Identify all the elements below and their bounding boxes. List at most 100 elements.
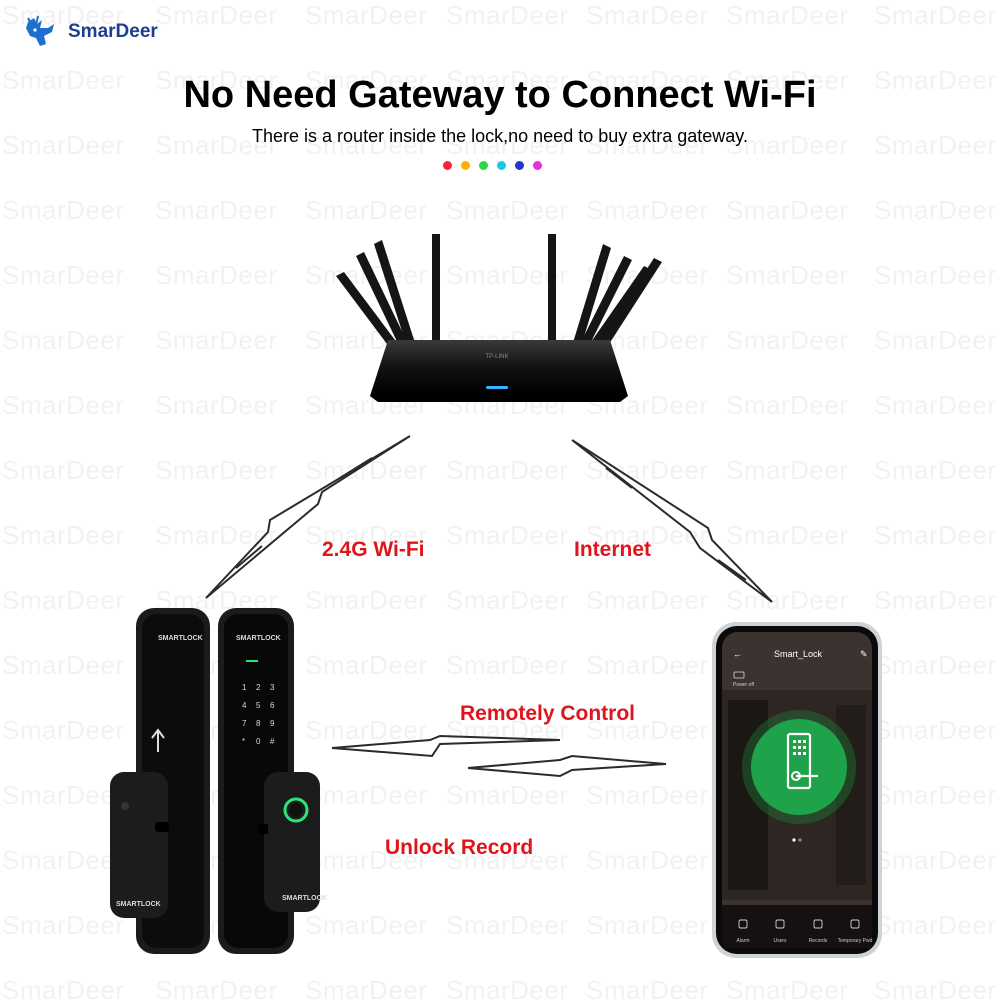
edit-icon: ✎ <box>860 649 868 659</box>
color-dot <box>497 161 506 170</box>
watermark-text: SmarDeer <box>874 650 997 680</box>
keypad-key: 7 <box>242 719 247 728</box>
watermark-text: SmarDeer <box>155 910 278 940</box>
nav-item-icon <box>738 919 748 929</box>
watermark-text: SmarDeer <box>586 195 709 225</box>
watermark-text: SmarDeer <box>155 455 278 485</box>
watermark-text: SmarDeer <box>874 780 997 810</box>
watermark-text: SmarDeer <box>726 325 849 355</box>
watermark-text: SmarDeer <box>874 0 997 30</box>
watermark-text: SmarDeer <box>726 650 849 680</box>
watermark-text: SmarDeer <box>726 0 849 30</box>
watermark-text: SmarDeer <box>446 325 569 355</box>
watermark-text: SmarDeer <box>726 585 849 615</box>
watermark-text: SmarDeer <box>155 585 278 615</box>
keypad-key: 1 <box>242 683 247 692</box>
nav-item-label: Temporary Pwd <box>838 938 873 944</box>
watermark-text: SmarDeer <box>2 585 125 615</box>
watermark-text: SmarDeer <box>874 910 997 940</box>
keypad-key: 2 <box>256 683 261 692</box>
watermark-text: SmarDeer <box>155 520 278 550</box>
watermark-text: SmarDeer <box>2 845 125 875</box>
keypad-key: 5 <box>256 701 261 710</box>
page-title: No Need Gateway to Connect Wi-Fi <box>183 74 817 116</box>
watermark-text: SmarDeer <box>726 260 849 290</box>
watermark-text: SmarDeer <box>155 780 278 810</box>
watermark-text: SmarDeer <box>726 390 849 420</box>
nav-item-icon <box>775 919 785 929</box>
page-subtitle: There is a router inside the lock,no nee… <box>252 126 748 146</box>
watermark-text: SmarDeer <box>305 910 428 940</box>
brand-name: SmarDeer <box>68 21 158 42</box>
watermark-text: SmarDeer <box>446 195 569 225</box>
keypad-key: 9 <box>270 719 275 728</box>
watermark-text: SmarDeer <box>155 325 278 355</box>
watermark-text: SmarDeer <box>586 0 709 30</box>
watermark-text: SmarDeer <box>874 585 997 615</box>
watermark-text: SmarDeer <box>305 780 428 810</box>
color-dots <box>443 161 542 170</box>
back-icon: ← <box>733 649 742 659</box>
wifi-label: 2.4G Wi-Fi <box>322 538 425 561</box>
keypad-key: * <box>242 737 245 746</box>
watermark-text: SmarDeer <box>155 845 278 875</box>
nav-item-label: Records <box>809 938 828 944</box>
nav-item-icon <box>813 919 823 929</box>
watermark-text: SmarDeer <box>874 390 997 420</box>
nav-item-label: Alarm <box>736 938 749 944</box>
watermark-text: SmarDeer <box>874 520 997 550</box>
svg-text:SMARTLOCK: SMARTLOCK <box>158 635 203 642</box>
watermark-text: SmarDeer <box>305 325 428 355</box>
svg-text:SMARTLOCK: SMARTLOCK <box>282 895 327 902</box>
color-dot <box>479 161 488 170</box>
watermark-text: SmarDeer <box>586 910 709 940</box>
watermark-text: SmarDeer <box>305 390 428 420</box>
watermark-text: SmarDeer <box>586 585 709 615</box>
watermark-text: SmarDeer <box>446 260 569 290</box>
watermark-text: SmarDeer <box>2 455 125 485</box>
watermark-text: SmarDeer <box>726 845 849 875</box>
watermark-text: SmarDeer <box>155 260 278 290</box>
watermark-text: SmarDeer <box>726 195 849 225</box>
watermark-text: SmarDeer <box>874 260 997 290</box>
svg-text:Power off: Power off <box>733 682 755 688</box>
deer-logo-icon <box>26 15 54 46</box>
watermark-text: SmarDeer <box>874 325 997 355</box>
color-dot <box>533 161 542 170</box>
keypad-key: 4 <box>242 701 247 710</box>
watermark-text: SmarDeer <box>305 585 428 615</box>
control-arrow <box>331 734 561 758</box>
internet-label: Internet <box>574 538 652 561</box>
watermark-text: SmarDeer <box>446 780 569 810</box>
watermark-text: SmarDeer <box>155 975 278 1005</box>
watermark-text: SmarDeer <box>2 650 125 680</box>
color-dot <box>461 161 470 170</box>
color-dot <box>515 161 524 170</box>
watermark-text: SmarDeer <box>2 910 125 940</box>
watermark-text: SmarDeer <box>2 195 125 225</box>
watermark-text: SmarDeer <box>726 780 849 810</box>
watermark-text: SmarDeer <box>446 585 569 615</box>
watermark-text: SmarDeer <box>155 715 278 745</box>
watermark-text: SmarDeer <box>446 455 569 485</box>
watermark-text: SmarDeer <box>2 715 125 745</box>
svg-text:SMARTLOCK: SMARTLOCK <box>116 901 161 908</box>
watermark-text: SmarDeer <box>726 455 849 485</box>
watermark-text: SmarDeer <box>726 715 849 745</box>
watermark-text: SmarDeer <box>446 650 569 680</box>
watermark-text: SmarDeer <box>305 455 428 485</box>
watermark-text: SmarDeer <box>586 780 709 810</box>
keypad-key: # <box>270 737 275 746</box>
watermark-text: SmarDeer <box>586 975 709 1005</box>
keypad-key: 0 <box>256 737 261 746</box>
watermark-text: SmarDeer <box>874 845 997 875</box>
watermark-text: SmarDeer <box>2 390 125 420</box>
watermark-text: SmarDeer <box>586 390 709 420</box>
keypad-key: 8 <box>256 719 261 728</box>
watermark-text: SmarDeer <box>586 650 709 680</box>
svg-text:SMARTLOCK: SMARTLOCK <box>236 635 281 642</box>
watermark-text: SmarDeer <box>2 325 125 355</box>
wifi-arrow <box>205 435 411 599</box>
watermark-text: SmarDeer <box>305 715 428 745</box>
watermark-text: SmarDeer <box>586 325 709 355</box>
